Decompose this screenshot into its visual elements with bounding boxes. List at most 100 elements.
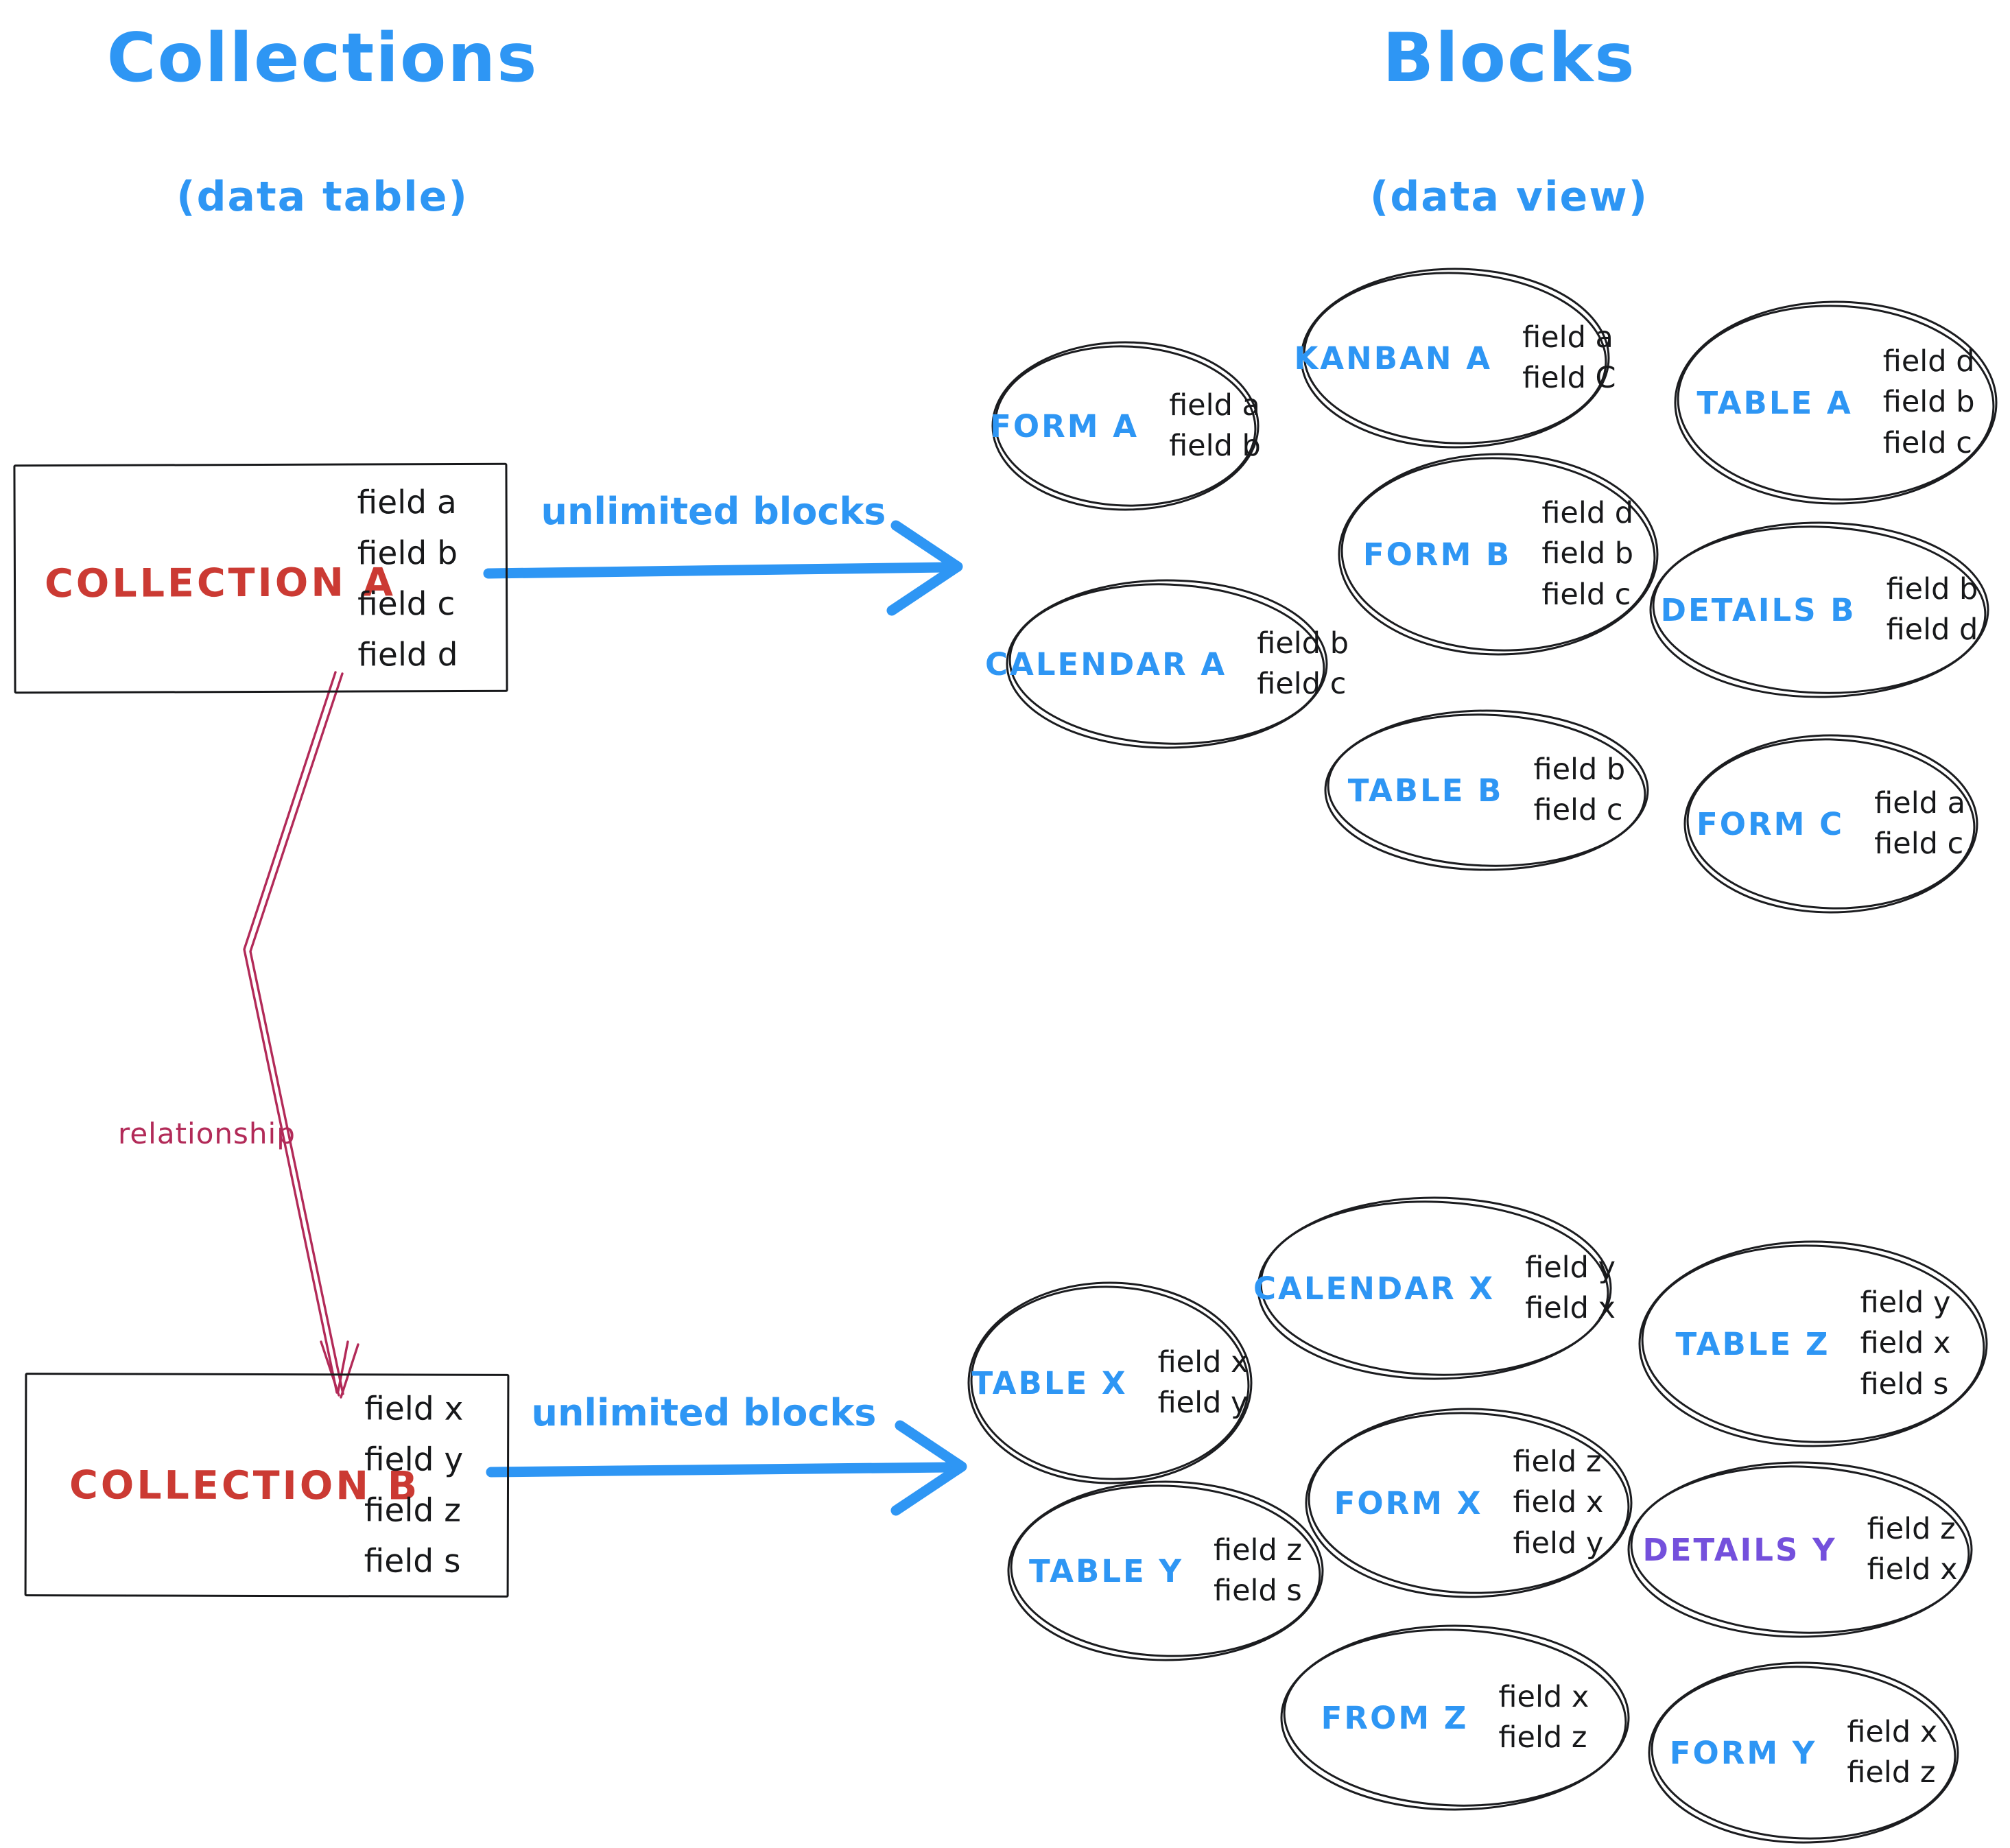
- block-field: field c: [1533, 793, 1623, 827]
- collection-a-field-3: field c: [357, 585, 456, 624]
- relationship-label: relationship: [118, 1117, 296, 1150]
- block-field: field b: [1882, 385, 1975, 420]
- block-field: field C: [1522, 361, 1616, 395]
- block-field: field y: [1513, 1526, 1604, 1561]
- collection-b-field-2: field y: [364, 1441, 464, 1479]
- block-ellipse-outline: [1648, 1661, 1959, 1844]
- block-field: field c: [1874, 827, 1964, 861]
- block-fields: field y field x field s: [1860, 1286, 1951, 1401]
- block-content: FORM C field a field c: [1682, 733, 1980, 915]
- block-fields: field z field x field y: [1513, 1445, 1604, 1561]
- collection-a-field-1: field a: [357, 484, 457, 522]
- block-field: field s: [1213, 1574, 1302, 1608]
- blocks-subtitle: (data view): [1369, 173, 1649, 221]
- block-field: field c: [1541, 577, 1631, 612]
- block-label: FORM Y: [1669, 1734, 1817, 1771]
- collection-a-field-2: field b: [357, 534, 458, 573]
- collections-title: Collections: [106, 19, 539, 97]
- block-field: field a: [1874, 785, 1965, 820]
- block-content: FORM Y field x field z: [1646, 1660, 1961, 1845]
- block-ellipse-outline: [1638, 1240, 1988, 1447]
- block-fields: field a field c: [1874, 787, 1965, 861]
- block-field: field b: [1541, 536, 1634, 571]
- block-field: field d: [1882, 344, 1975, 379]
- block-fields: field d field b field c: [1882, 344, 1975, 460]
- unlimited-blocks-arrow-b: [486, 1420, 967, 1516]
- collection-b-box: COLLECTION B field x field y field z fie…: [24, 1373, 510, 1598]
- block-kanban-a: KANBAN A field a field C: [1294, 266, 1616, 450]
- block-content: KANBAN A field a field C: [1294, 266, 1616, 450]
- unlimited-blocks-label-a: unlimited blocks: [541, 490, 886, 533]
- collection-b-field-3: field z: [364, 1491, 462, 1530]
- block-label: CALENDAR X: [1253, 1270, 1495, 1307]
- block-field: field c: [1882, 425, 1972, 460]
- block-label: FORM C: [1696, 805, 1845, 842]
- block-field: field d: [1541, 496, 1634, 531]
- block-label: FORM X: [1334, 1484, 1483, 1521]
- block-label: FROM Z: [1321, 1699, 1469, 1736]
- collection-a-name: COLLECTION A: [44, 560, 397, 607]
- block-form-x: FORM X field z field x field y: [1303, 1406, 1634, 1600]
- block-ellipse-outline: [1683, 734, 1978, 914]
- block-ellipse-outline: [1006, 579, 1328, 749]
- unlimited-blocks-arrow-a: [483, 520, 963, 616]
- block-field: field z: [1498, 1720, 1587, 1755]
- block-label: TABLE Y: [1028, 1552, 1183, 1589]
- collection-a-box: COLLECTION A field a field b field c fie…: [13, 462, 508, 694]
- block-field: field x: [1847, 1714, 1938, 1749]
- block-field: field y: [1860, 1286, 1951, 1320]
- block-ellipse-outline: [1007, 1480, 1324, 1661]
- block-label: DETAILS Y: [1642, 1531, 1837, 1568]
- block-field: field y: [1525, 1250, 1616, 1285]
- block-field: field a: [1522, 320, 1613, 355]
- block-field: field x: [1867, 1552, 1958, 1587]
- collection-b-fields: field x field y field z field s: [364, 1390, 464, 1580]
- collections-subtitle: (data table): [176, 173, 469, 221]
- block-ellipse-outline: [1627, 1461, 1973, 1638]
- block-field: field b: [1886, 571, 1978, 606]
- block-content: FORM X field z field x field y: [1303, 1406, 1634, 1600]
- block-field: field z: [1847, 1755, 1936, 1790]
- block-field: field b: [1257, 626, 1349, 661]
- block-label: TABLE A: [1696, 384, 1853, 421]
- block-field: field b: [1169, 429, 1261, 463]
- block-field: field x: [1513, 1485, 1604, 1520]
- block-fields: field d field b field c: [1541, 497, 1633, 611]
- block-field: field z: [1513, 1445, 1602, 1480]
- block-table-a: TABLE A field d field b field c: [1672, 299, 1999, 506]
- block-field: field x: [1157, 1344, 1249, 1379]
- block-ellipse-outline: [1338, 453, 1659, 656]
- block-fields: field x field z: [1847, 1716, 1937, 1790]
- block-form-y: FORM Y field x field z: [1646, 1660, 1961, 1845]
- block-field: field s: [1860, 1366, 1949, 1401]
- block-fields: field b field c: [1257, 626, 1349, 701]
- block-field: field x: [1860, 1326, 1951, 1361]
- block-ellipse-outline: [1257, 1196, 1612, 1380]
- block-label: KANBAN A: [1294, 340, 1493, 377]
- block-label: DETAILS B: [1660, 591, 1856, 628]
- collection-b-field-4: field s: [364, 1542, 461, 1580]
- block-field: field c: [1257, 667, 1347, 701]
